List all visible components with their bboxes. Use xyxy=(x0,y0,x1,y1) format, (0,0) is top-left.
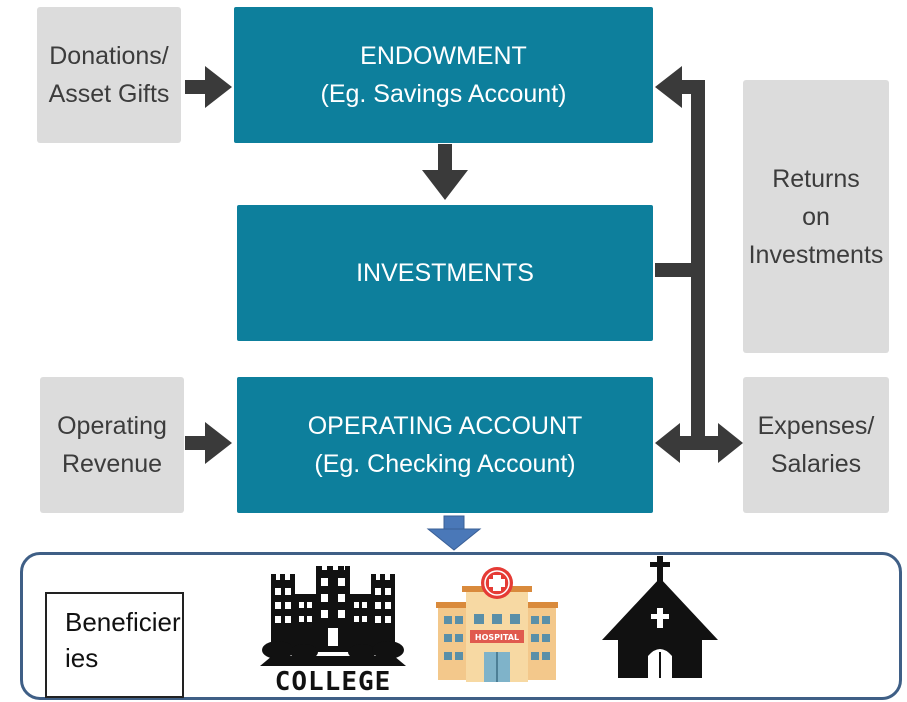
hospital-sign: HOSPITAL xyxy=(475,633,519,642)
arrow-to-beneficiaries xyxy=(426,515,482,551)
returns-line2: on xyxy=(802,202,830,231)
donations-line2: Asset Gifts xyxy=(48,80,170,108)
arrow-revenue-to-operating xyxy=(185,422,232,464)
operating-revenue-line2: Revenue xyxy=(61,450,163,478)
endowment-box: ENDOWMENT (Eg. Savings Account) xyxy=(234,7,653,143)
returns-line3: Investments xyxy=(748,240,884,269)
beneficiaries-label: Beneficieries xyxy=(45,592,184,698)
operating-revenue-line1: Operating xyxy=(57,412,167,440)
arrow-endowment-to-investments xyxy=(422,144,468,200)
arrow-donations-to-endowment xyxy=(185,66,232,108)
donations-line1: Donations/ xyxy=(49,42,169,70)
expenses-line2: Salaries xyxy=(770,450,862,478)
hospital-icon: HOSPITAL xyxy=(436,567,558,682)
church-icon xyxy=(602,556,718,678)
expenses-line1: Expenses/ xyxy=(757,412,875,440)
arrow-operating-expenses xyxy=(655,423,743,463)
investments-box: INVESTMENTS xyxy=(237,205,653,341)
expenses-box: Expenses/ Salaries xyxy=(743,377,889,513)
college-icon: COLLEGE xyxy=(260,566,406,692)
endowment-title: ENDOWMENT xyxy=(360,42,527,70)
college-word: COLLEGE xyxy=(275,667,392,692)
arrow-returns-loop xyxy=(655,66,705,442)
returns-line1: Returns xyxy=(772,164,860,193)
operating-account-box: OPERATING ACCOUNT (Eg. Checking Account) xyxy=(237,377,653,513)
investments-title: INVESTMENTS xyxy=(356,259,534,287)
operating-account-subtitle: (Eg. Checking Account) xyxy=(314,450,576,478)
operating-revenue-box: Operating Revenue xyxy=(40,377,184,513)
donations-box: Donations/ Asset Gifts xyxy=(37,7,181,143)
returns-box: Returns on Investments xyxy=(743,80,889,353)
endowment-subtitle: (Eg. Savings Account) xyxy=(320,80,567,108)
operating-account-title: OPERATING ACCOUNT xyxy=(307,412,583,440)
